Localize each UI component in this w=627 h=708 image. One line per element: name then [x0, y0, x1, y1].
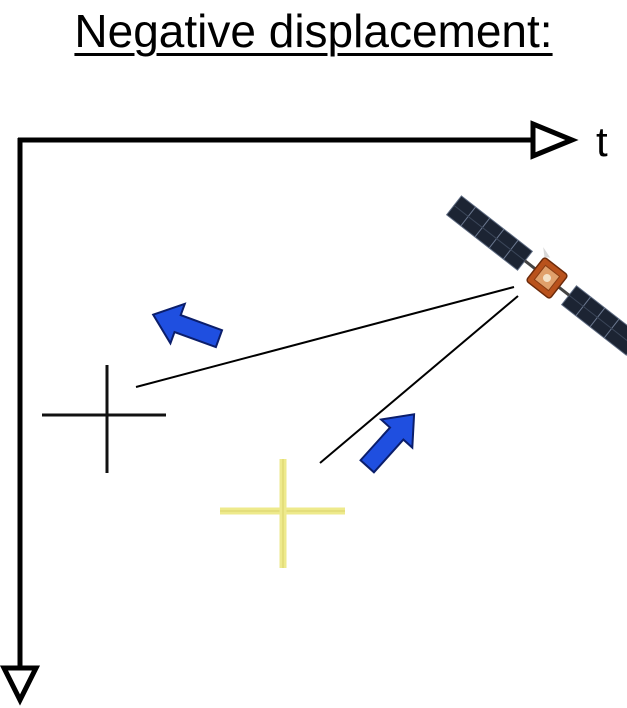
vertical-axis-arrowhead [0, 665, 41, 706]
current-position-cross [42, 365, 166, 473]
vertical-axis [0, 138, 41, 706]
diagram-title: Negative displacement: [74, 5, 553, 57]
sight-line-previous [319, 295, 519, 464]
satellite-icon [445, 195, 627, 356]
sight-line-current [135, 286, 515, 388]
time-axis-label: t [596, 118, 608, 165]
time-axis-arrowhead [530, 120, 579, 160]
previous-position-cross [220, 459, 345, 568]
time-axis [18, 120, 579, 160]
arrow-icon [359, 413, 416, 474]
arrow-icon [151, 302, 224, 349]
